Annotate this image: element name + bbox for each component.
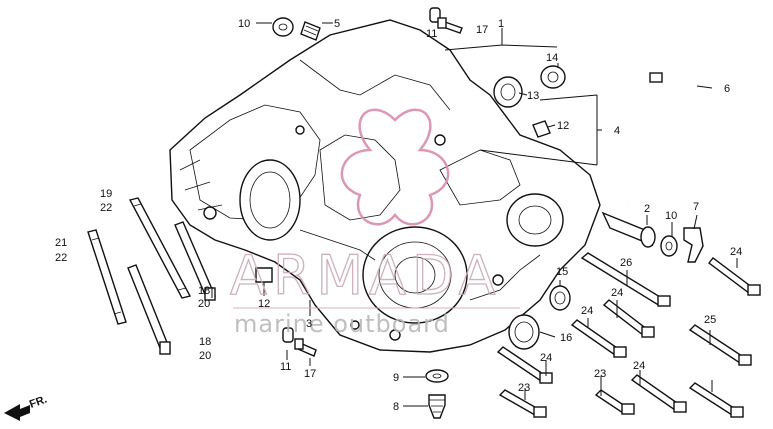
callout: 24 xyxy=(581,305,593,317)
callout: 9 xyxy=(393,372,399,384)
callout: 13 xyxy=(527,90,539,102)
stud-18-20-lower xyxy=(127,264,171,355)
callout: 10 xyxy=(238,18,250,30)
dowel-12-right xyxy=(532,120,551,138)
arrow-left-icon xyxy=(4,404,30,421)
stud-19-22 xyxy=(128,197,192,299)
watermark-logo-icon xyxy=(340,108,450,226)
oil-seal-16 xyxy=(508,314,540,350)
bolt-24-f xyxy=(688,382,744,418)
bolt-23-a xyxy=(498,389,547,418)
callout: 21 xyxy=(55,237,67,249)
callout: 10 xyxy=(665,210,677,222)
callout: 12 xyxy=(258,298,270,310)
callout: 5 xyxy=(334,18,340,30)
callout: 20 xyxy=(199,350,211,362)
washer-10-right xyxy=(660,235,678,257)
callout: 8 xyxy=(393,401,399,413)
bolt-25 xyxy=(688,324,752,366)
clamp-7 xyxy=(683,227,704,263)
callout: 23 xyxy=(594,368,606,380)
orientation-label: FR. xyxy=(28,393,49,410)
dowel-pin-5 xyxy=(300,21,321,41)
bolt-24-c xyxy=(570,319,627,358)
bolt-24-b xyxy=(602,299,655,338)
washer-10-top xyxy=(272,17,294,37)
dowel-12-left xyxy=(255,267,273,283)
callout: 11 xyxy=(426,28,437,40)
crankcase-left-half xyxy=(169,19,601,353)
callout: 26 xyxy=(620,257,632,269)
callout: 24 xyxy=(730,246,742,258)
leader-lines xyxy=(169,22,738,407)
callout: 12 xyxy=(557,120,569,132)
callout: 6 xyxy=(724,83,730,95)
bolt-17-top xyxy=(437,17,463,34)
callout: 24 xyxy=(611,287,623,299)
callout: 3 xyxy=(306,318,312,330)
callout: 17 xyxy=(304,368,316,380)
pin-11-bottom xyxy=(282,327,294,343)
callout: 22 xyxy=(55,252,67,264)
oil-seal-13 xyxy=(493,76,523,108)
bolt-17-bottom xyxy=(294,338,317,357)
watermark-tagline: marine outboard xyxy=(234,310,450,338)
callout: 15 xyxy=(556,266,568,278)
callouts: 10 5 11 17 1 14 13 6 12 4 19 22 21 22 18… xyxy=(55,18,742,413)
callout: 18 xyxy=(198,285,210,297)
watermark: ARMADA marine outboard xyxy=(229,108,520,338)
callout: 18 xyxy=(199,336,211,348)
callout: 20 xyxy=(198,298,210,310)
stud-18-20-upper xyxy=(174,221,216,301)
oil-seal-15 xyxy=(549,285,571,311)
bearing-14 xyxy=(540,65,566,89)
callout: 16 xyxy=(560,332,572,344)
breather-tube-6 xyxy=(624,44,693,204)
callout: 24 xyxy=(633,360,645,372)
callout: 24 xyxy=(540,352,552,364)
bolt-24-a xyxy=(708,257,761,296)
orientation-marker: FR. xyxy=(4,393,49,421)
bolt-23-b xyxy=(594,389,635,415)
collar-2 xyxy=(601,211,656,248)
callout: 11 xyxy=(280,361,291,373)
callout: 23 xyxy=(518,382,530,394)
bolt-24-e xyxy=(630,374,687,413)
callout: 14 xyxy=(546,52,558,64)
washer-9 xyxy=(425,369,449,383)
callout: 25 xyxy=(704,314,716,326)
bolt-26 xyxy=(580,252,671,307)
callout: 7 xyxy=(693,201,699,213)
watermark-brand: ARMADA xyxy=(230,244,502,307)
callout: 17 xyxy=(476,24,488,36)
callout: 1 xyxy=(498,18,504,30)
callout: 22 xyxy=(100,202,112,214)
drain-bolt-8 xyxy=(428,394,446,419)
callout: 2 xyxy=(644,203,650,215)
stud-21-22 xyxy=(87,229,127,325)
callout: 4 xyxy=(614,125,620,137)
callout: 19 xyxy=(100,188,112,200)
